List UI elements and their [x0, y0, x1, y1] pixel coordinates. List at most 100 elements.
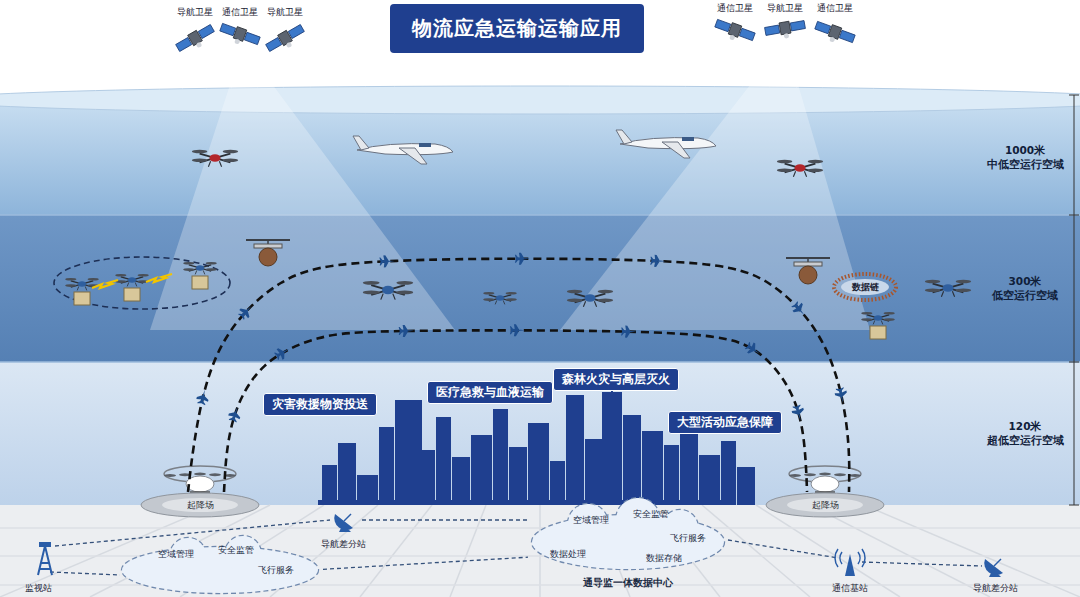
rotor [598, 298, 613, 302]
plane-glyph [790, 300, 809, 319]
drone-leg [495, 300, 497, 304]
drone-icon [925, 280, 971, 297]
mission-box: 森林火灾与高层灭火 [553, 368, 679, 391]
mission-box: 灾害救援物资投送 [263, 393, 377, 416]
service-label: 安全监管 [633, 508, 669, 521]
band-fill [0, 100, 1080, 215]
drone-leg [952, 291, 954, 297]
tail [353, 136, 369, 150]
cockpit [682, 137, 694, 141]
dish-station-icon [984, 559, 1003, 577]
solar-panel [220, 23, 236, 35]
drone-body [78, 281, 86, 287]
building [699, 455, 720, 505]
route-plane [195, 388, 210, 405]
satellite-icon [175, 23, 218, 57]
rotor [956, 280, 971, 284]
rotor [483, 292, 494, 295]
satellite-body [728, 23, 742, 38]
drone-body [496, 295, 504, 301]
satellite-beam [150, 45, 455, 330]
road [0, 527, 1080, 529]
rotor [834, 473, 846, 476]
airspace-band: 灾害救援物资投送 医疗急救与血液运输森林火灾与高层灭火大型活动应急保障 120米 超… [0, 362, 1080, 505]
solar-panel [790, 21, 805, 31]
satellite-beam [560, 40, 870, 330]
route-plane [744, 340, 763, 358]
road-grid [0, 505, 1080, 597]
station-label: 监视站 [25, 582, 52, 595]
dish-feed [994, 559, 1001, 566]
rotor [194, 473, 206, 476]
lightning-link [146, 274, 172, 282]
tower [404, 400, 422, 505]
drone-icon [192, 150, 238, 167]
cargo-pod [259, 248, 277, 266]
plane-glyph [195, 388, 210, 405]
airspace-band: 1000米 中低空运行空域 [0, 100, 1080, 215]
drone-leg [195, 270, 197, 274]
drone-icon [363, 281, 413, 300]
altitude-label: 120米 超低空运行空域 [984, 419, 1066, 448]
cargo-box [192, 276, 208, 289]
rotor [925, 280, 940, 284]
rotor [396, 290, 413, 294]
title-box: 物流应急运输运输应用 [390, 4, 644, 53]
route-plane [227, 405, 243, 423]
rotor [183, 262, 194, 265]
signal-wave [835, 549, 865, 567]
label-patch [841, 279, 889, 295]
plane-glyph [227, 405, 243, 423]
light-aircraft [353, 136, 453, 164]
route-plane [273, 344, 292, 362]
drone-leg [203, 270, 205, 274]
service-label: 空域管理 [573, 514, 609, 527]
wing [399, 148, 427, 164]
solar-panel [244, 32, 260, 44]
drone-leg [381, 294, 383, 300]
landing-pad: 起降场 [140, 492, 260, 518]
pad-center [162, 498, 238, 512]
flight-route [224, 330, 807, 492]
satellite-body [779, 21, 791, 35]
mast [845, 554, 855, 576]
lightning-link [92, 280, 118, 288]
plane-glyph [510, 324, 525, 336]
rotor [777, 160, 792, 164]
frame [254, 244, 282, 248]
building [322, 465, 337, 505]
drone-leg [85, 286, 87, 290]
rotor [206, 262, 217, 265]
building [493, 409, 508, 505]
route-plane [399, 325, 414, 337]
rotor [183, 268, 194, 271]
drone-leg [941, 291, 943, 297]
solar-panel [288, 25, 304, 39]
mission-box: 医疗急救与血液运输 [427, 381, 553, 404]
pad-label: 起降场 [812, 499, 839, 512]
rotor [206, 268, 217, 271]
drone-body [943, 284, 954, 292]
plane-glyph [744, 340, 763, 358]
network-link [323, 557, 528, 569]
satellite-label: 导航卫星 [177, 6, 213, 19]
rotor [598, 290, 613, 294]
station-label: 导航差分站 [973, 582, 1018, 595]
satellite-label: 通信卫星 [817, 2, 853, 15]
base-station-icon [835, 549, 865, 576]
mission-label: 大型活动应急保障 [677, 415, 773, 430]
satellite-icon [218, 22, 261, 51]
cargo-copter [246, 240, 290, 266]
drone-leg [219, 161, 221, 167]
satellite-body [233, 27, 247, 42]
drone-icon [567, 290, 613, 307]
route-plane [510, 324, 525, 336]
rotor [483, 298, 494, 301]
route-plane [515, 253, 530, 265]
rotor [506, 298, 517, 301]
rotor [819, 473, 831, 476]
rotor [363, 290, 380, 294]
route-plane [650, 255, 666, 268]
drone-leg [793, 171, 795, 177]
drone-leg [873, 320, 875, 324]
